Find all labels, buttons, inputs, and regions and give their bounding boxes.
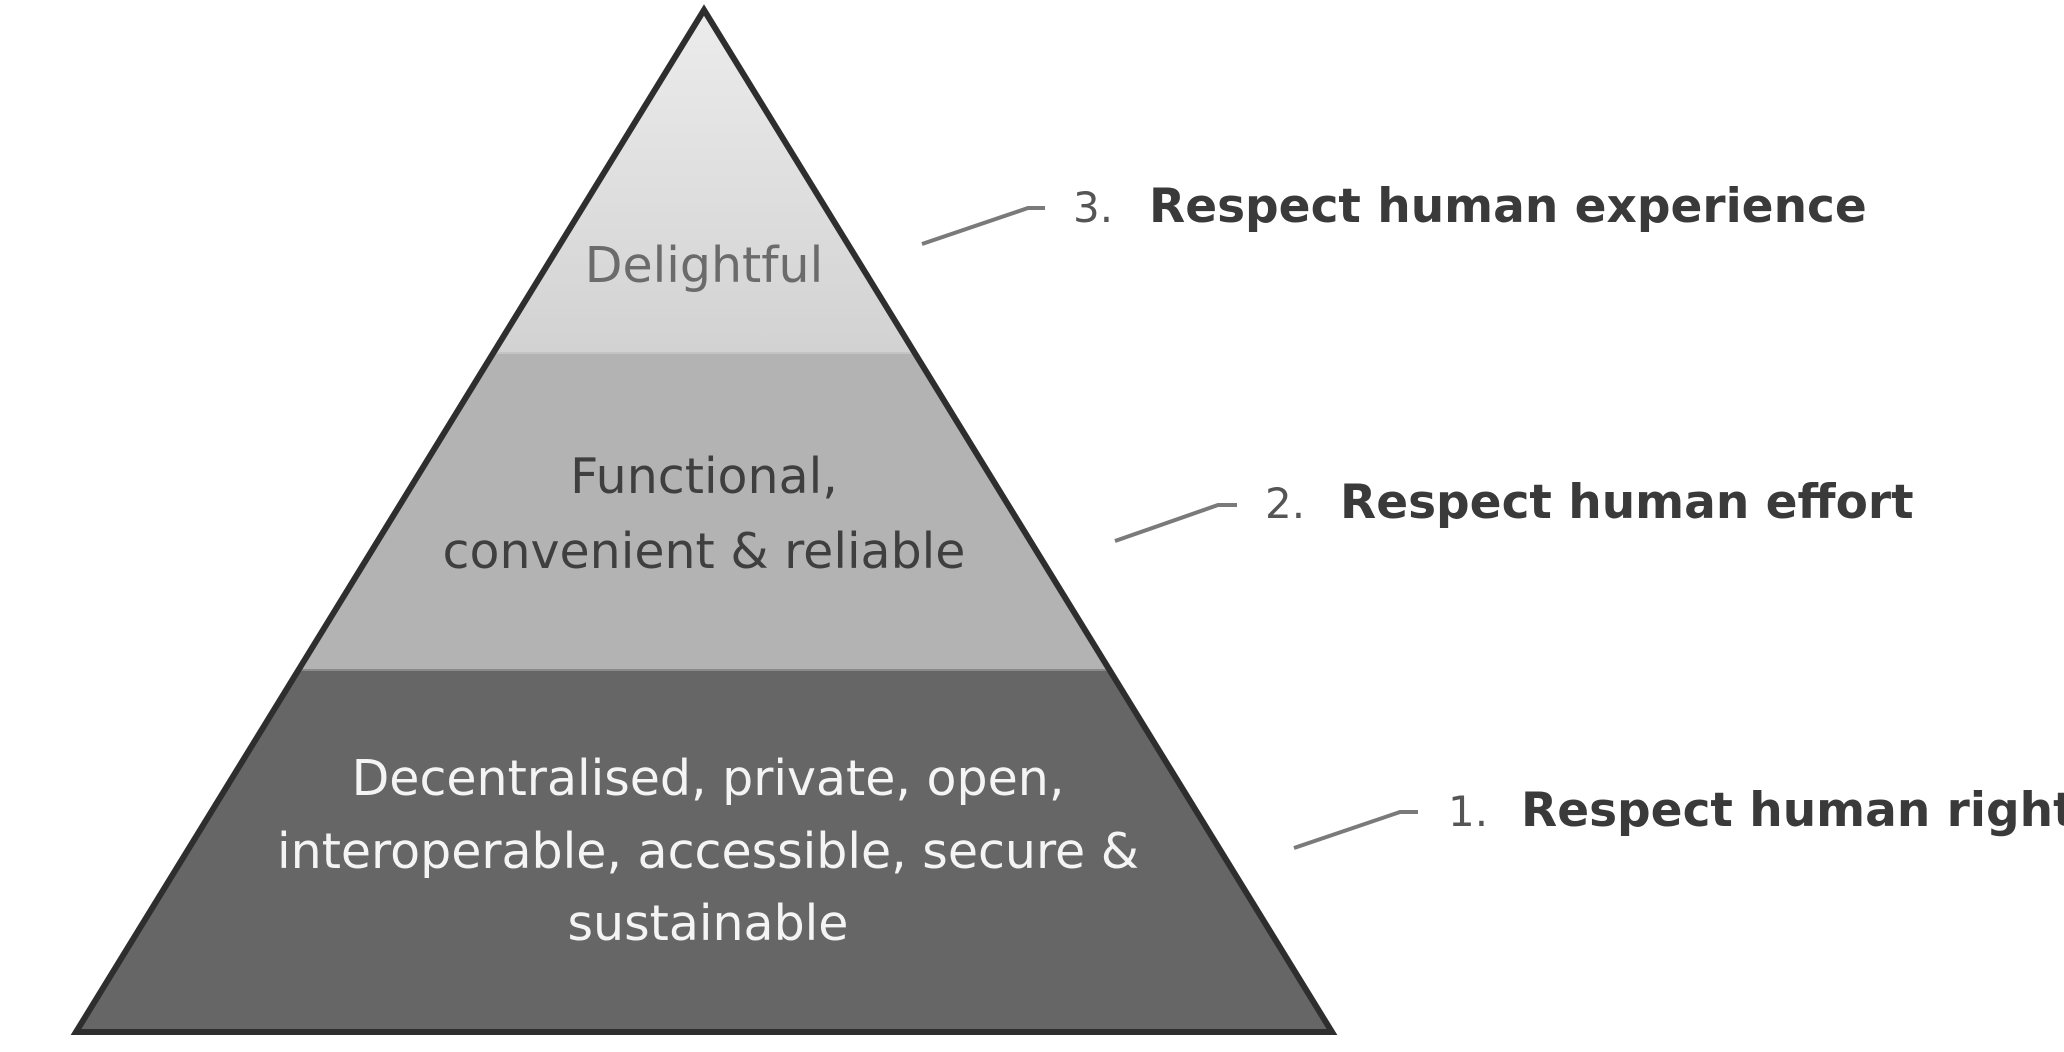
label-text-base: Respect human rights: [1521, 783, 2064, 838]
tier-base-line-3: sustainable: [568, 895, 849, 952]
leader-line-top: [921, 206, 1045, 246]
pyramid-outline: [70, 4, 1338, 1035]
tier-base-line-1: Decentralised, private, open,: [352, 750, 1065, 807]
label-number-middle: 2.: [1265, 479, 1305, 528]
pyramid-tier-middle: [301, 353, 1107, 670]
leader-line-middle: [1114, 503, 1237, 543]
tier-top-line-1: Delightful: [585, 237, 823, 294]
label-number-top: 3.: [1073, 183, 1113, 232]
tier-base-line-2: interoperable, accessible, secure &: [277, 823, 1139, 880]
tier-middle-line-1: Functional,: [570, 448, 838, 505]
label-text-middle: Respect human effort: [1340, 475, 1914, 530]
pyramid-tier-top: [495, 10, 913, 353]
pyramid-tier-base: [76, 670, 1332, 1032]
tier-middle-line-2: convenient & reliable: [443, 523, 966, 580]
label-number-base: 1.: [1448, 787, 1488, 836]
leader-line-base: [1293, 810, 1418, 850]
label-text-top: Respect human experience: [1149, 179, 1867, 234]
